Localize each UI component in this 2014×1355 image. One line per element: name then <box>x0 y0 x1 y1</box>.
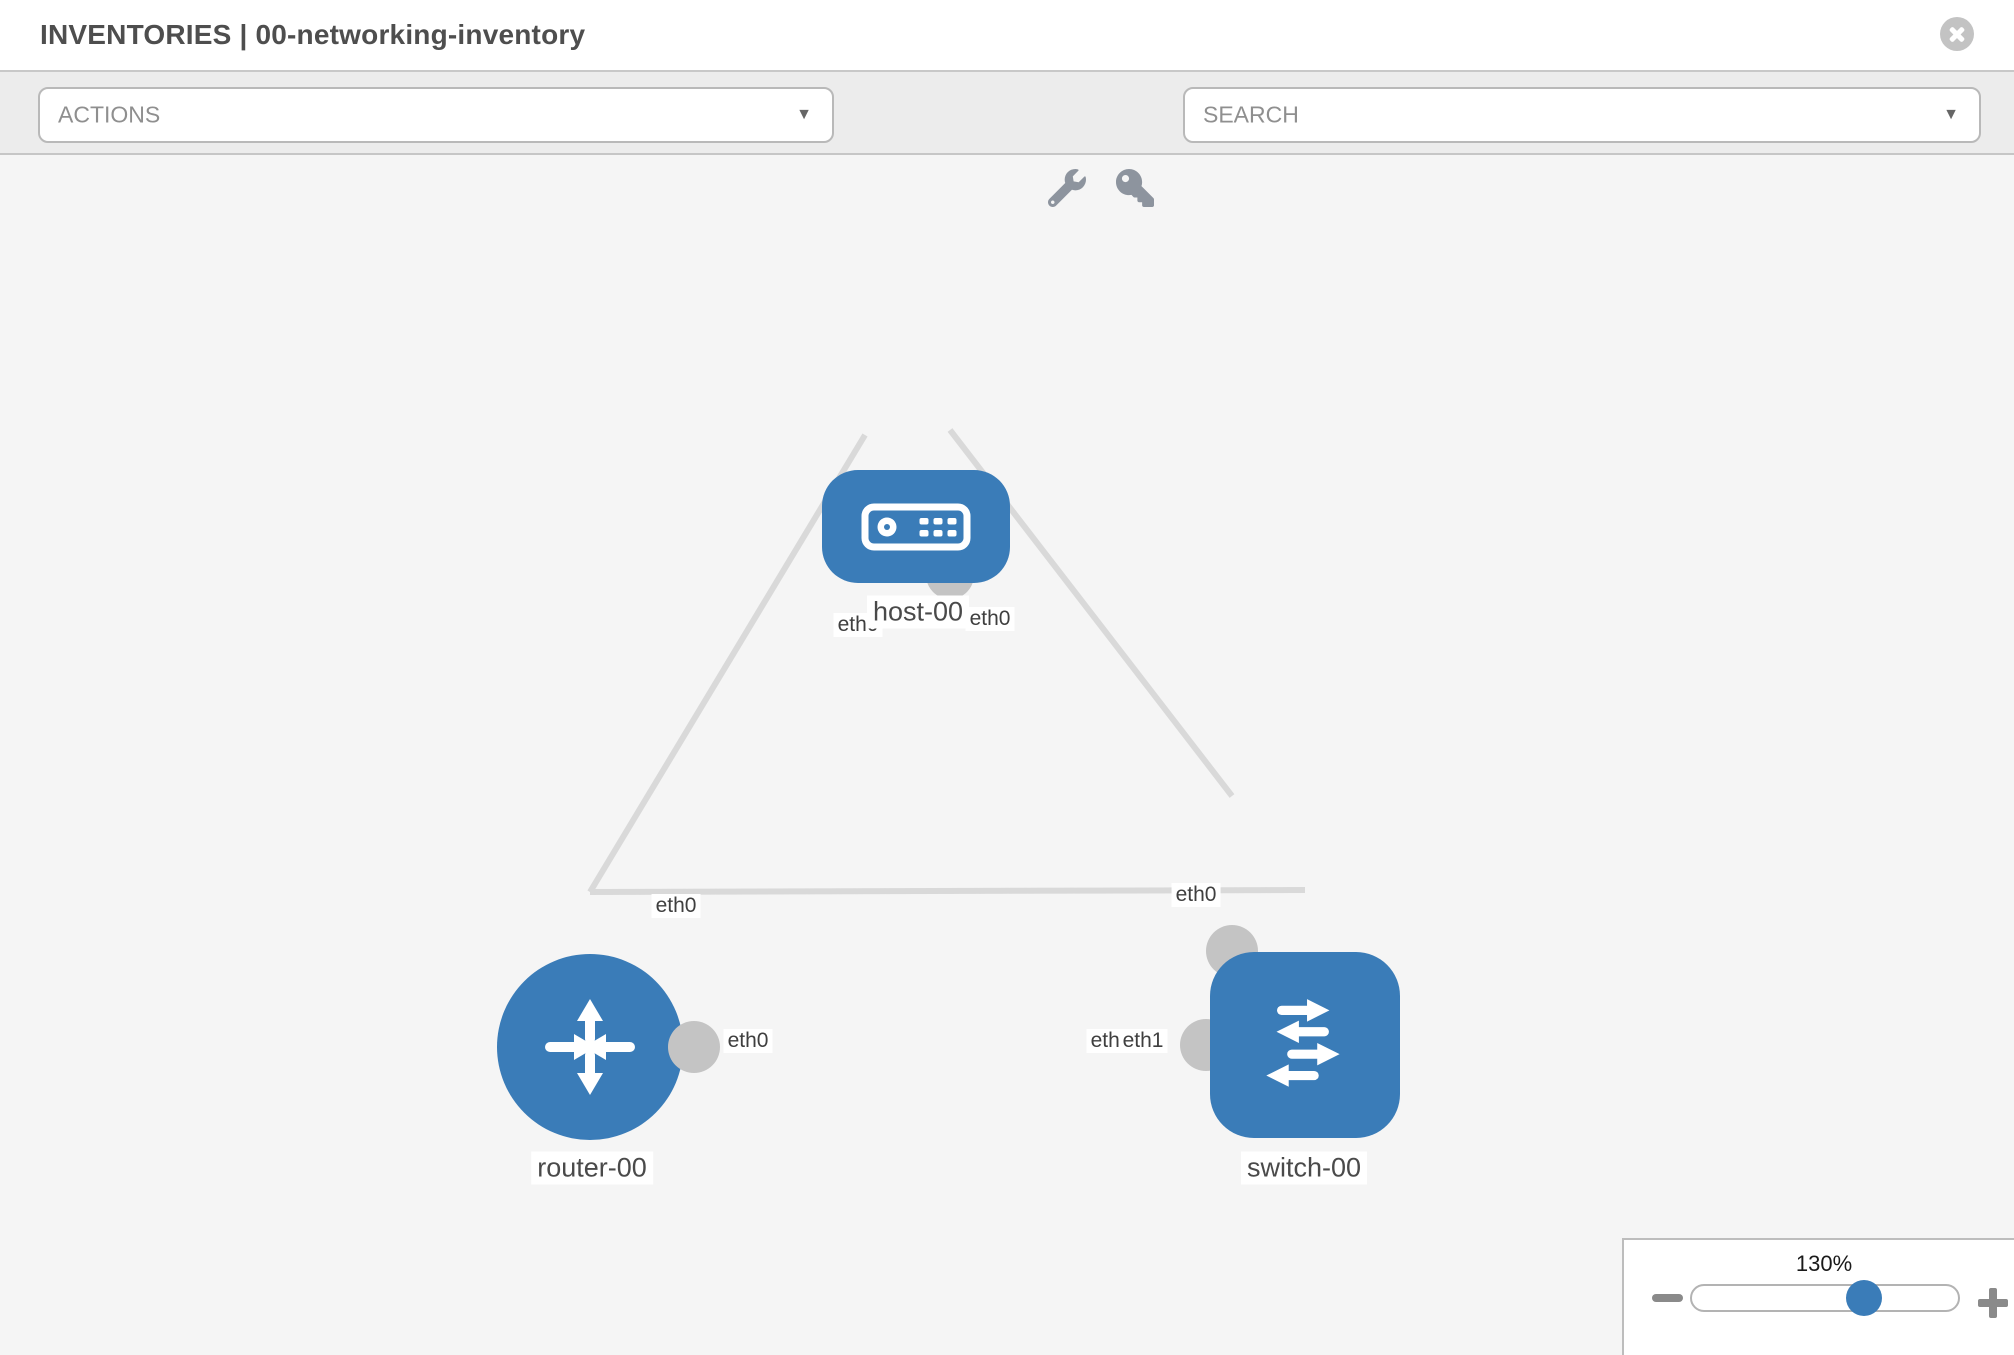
search-dropdown-label: SEARCH <box>1203 101 1299 128</box>
node-label-router: router-00 <box>531 1151 653 1185</box>
if-label-router-eth0: eth0 <box>723 1029 773 1053</box>
zoom-in-button[interactable] <box>1976 1286 2010 1320</box>
node-switch-00[interactable] <box>1210 952 1400 1138</box>
node-host-00[interactable] <box>822 470 1010 583</box>
wrench-icon[interactable] <box>1047 169 1086 208</box>
if-label-host-right: eth0 <box>965 607 1015 631</box>
node-label-host: host-00 <box>866 595 970 629</box>
switch-icon <box>1266 999 1340 1087</box>
close-icon[interactable] <box>1940 17 1974 51</box>
search-dropdown[interactable]: SEARCH ▼ <box>1183 87 1981 143</box>
zoom-slider-handle[interactable] <box>1846 1280 1882 1316</box>
toolbar: ACTIONS ▼ SEARCH ▼ <box>0 70 2014 208</box>
zoom-slider-track[interactable] <box>1690 1284 1960 1312</box>
actions-dropdown-label: ACTIONS <box>58 101 161 128</box>
chevron-down-icon: ▼ <box>796 106 812 123</box>
topology-edges <box>587 428 1306 895</box>
node-label-switch: switch-00 <box>1240 1151 1368 1185</box>
if-label-switch-eth1: eth1 <box>1118 1029 1168 1053</box>
page-title: INVENTORIES | 00-networking-inventory <box>40 19 586 50</box>
edge-host-router <box>587 433 868 894</box>
zoom-level-value: 130% <box>1795 1251 1853 1276</box>
panel-header: INVENTORIES | 00-networking-inventory <box>0 0 2014 70</box>
topology-canvas[interactable]: eth0 eth0 eth0 eth0 eth0 eth0 eth1 host-… <box>0 155 2014 1355</box>
port-router-eth0 <box>668 1021 720 1073</box>
actions-dropdown[interactable]: ACTIONS ▼ <box>38 87 834 143</box>
zoom-out-button[interactable] <box>1652 1294 1683 1302</box>
router-icon <box>545 999 635 1095</box>
key-icon[interactable] <box>1116 169 1154 207</box>
if-label-edge-host-router: eth0 <box>651 894 701 918</box>
zoom-panel: 130% <box>1622 1238 2014 1355</box>
host-icon <box>861 503 971 550</box>
node-router-00[interactable] <box>497 954 683 1140</box>
chevron-down-icon: ▼ <box>1943 106 1959 123</box>
if-label-edge-host-switch: eth0 <box>1171 883 1221 907</box>
